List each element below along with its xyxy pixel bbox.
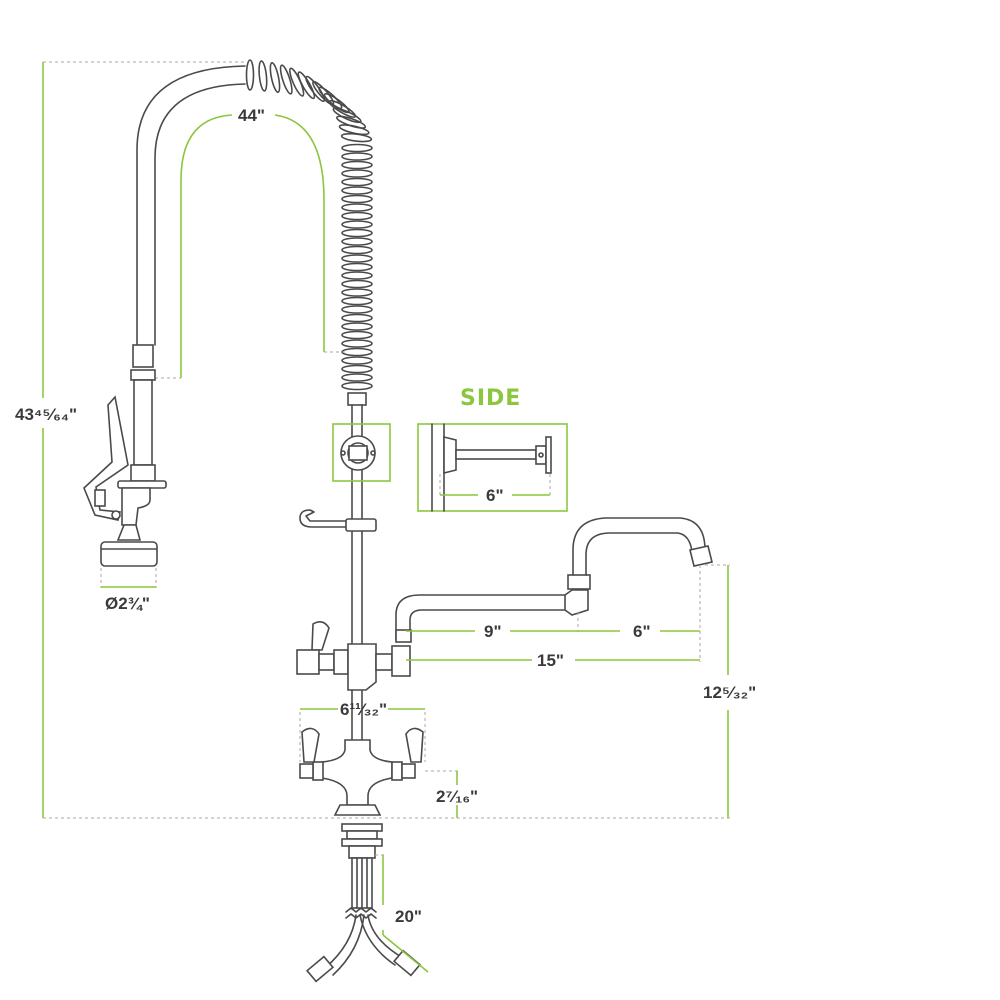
mounting-shank [341, 823, 383, 909]
spring-coil-turn [258, 60, 268, 92]
spring-coil-turn [341, 330, 373, 340]
spring-coil-turn [245, 59, 255, 91]
spring-coil-turn [341, 373, 373, 382]
valve-height-label: 2⁷⁄₁₆" [436, 787, 478, 806]
spout-inner-label: 9" [484, 622, 502, 641]
supply-length-label: 20" [395, 907, 422, 926]
spring-coil [245, 59, 373, 391]
spring-coil-turn [341, 203, 373, 212]
hose-length-label: 44" [238, 106, 265, 125]
spring-coil-turn [341, 381, 373, 391]
faucet-valve-upper [296, 620, 411, 691]
spring-coil-turn [341, 211, 373, 221]
spring-coil-turn [341, 339, 373, 348]
spring-coil-turn [341, 186, 373, 195]
spring-coil-turn [341, 296, 373, 306]
spring-coil-turn [341, 228, 373, 238]
spring-coil-turn [341, 254, 373, 263]
valve-height-dimension: 2⁷⁄₁₆" [425, 770, 478, 818]
pre-rinse-hose [136, 65, 246, 346]
spring-coil-turn [341, 262, 373, 272]
spout-outer-label: 6" [633, 622, 651, 641]
spring-coil-turn [341, 152, 373, 161]
spring-coil-turn [340, 132, 373, 143]
spring-coil-turn [341, 143, 373, 153]
spray-diameter-dimension: Ø2¾" [100, 568, 157, 613]
spring-coil-turn [341, 237, 373, 246]
swing-spout [395, 517, 713, 643]
spring-coil-turn [341, 271, 373, 280]
spring-coil-turn [341, 220, 373, 229]
spring-coil-turn [332, 107, 362, 124]
bracket-depth-label: 6" [486, 486, 504, 505]
spout-height-label: 12⁵⁄₃₂" [703, 683, 756, 702]
spring-coil-turn [341, 305, 373, 314]
spring-coil-turn [341, 160, 373, 170]
spring-coil-turn [341, 356, 373, 365]
spring-coil-turn [341, 364, 373, 374]
spring-coil-turn [341, 194, 373, 204]
wall-bracket-front [332, 423, 391, 482]
side-view-label: SIDE [460, 386, 521, 411]
spring-coil-turn [269, 61, 281, 93]
spout-dimensions: 9" 6" 15" 12⁵⁄₃₂" [406, 564, 756, 818]
spray-diameter-label: Ø2¾" [105, 594, 150, 613]
wall-bracket-side: 6" [417, 423, 568, 512]
spring-coil-turn [341, 322, 373, 331]
overall-height-label: 43⁴⁵⁄₆₄" [15, 405, 77, 424]
spring-coil-turn [341, 313, 373, 323]
spring-coil-turn [341, 169, 373, 178]
spring-coil-turn [279, 64, 293, 95]
supply-length-dimension: 20" [375, 854, 429, 973]
valve-width-dimension: 6¹¹⁄₃₂" [299, 700, 426, 762]
spring-coil-turn [297, 71, 316, 100]
spring-coil-turn [341, 279, 373, 289]
hose-length-dimension: 44" [155, 106, 345, 379]
faucet-valve-base [299, 689, 424, 816]
spring-coil-turn [305, 75, 326, 103]
supply-hoses [305, 907, 422, 983]
overall-height-dimension: 43⁴⁵⁄₆₄" [15, 61, 730, 819]
spring-coil-turn [341, 177, 373, 187]
valve-width-label: 6¹¹⁄₃₂" [340, 700, 387, 719]
spout-reach-label: 15" [537, 651, 564, 670]
spring-coil-turn [341, 245, 373, 255]
pre-rinse-spray-valve [83, 344, 167, 567]
spring-coil-turn [341, 288, 373, 297]
spring-coil-turn [341, 347, 373, 357]
spray-hook [299, 509, 377, 532]
